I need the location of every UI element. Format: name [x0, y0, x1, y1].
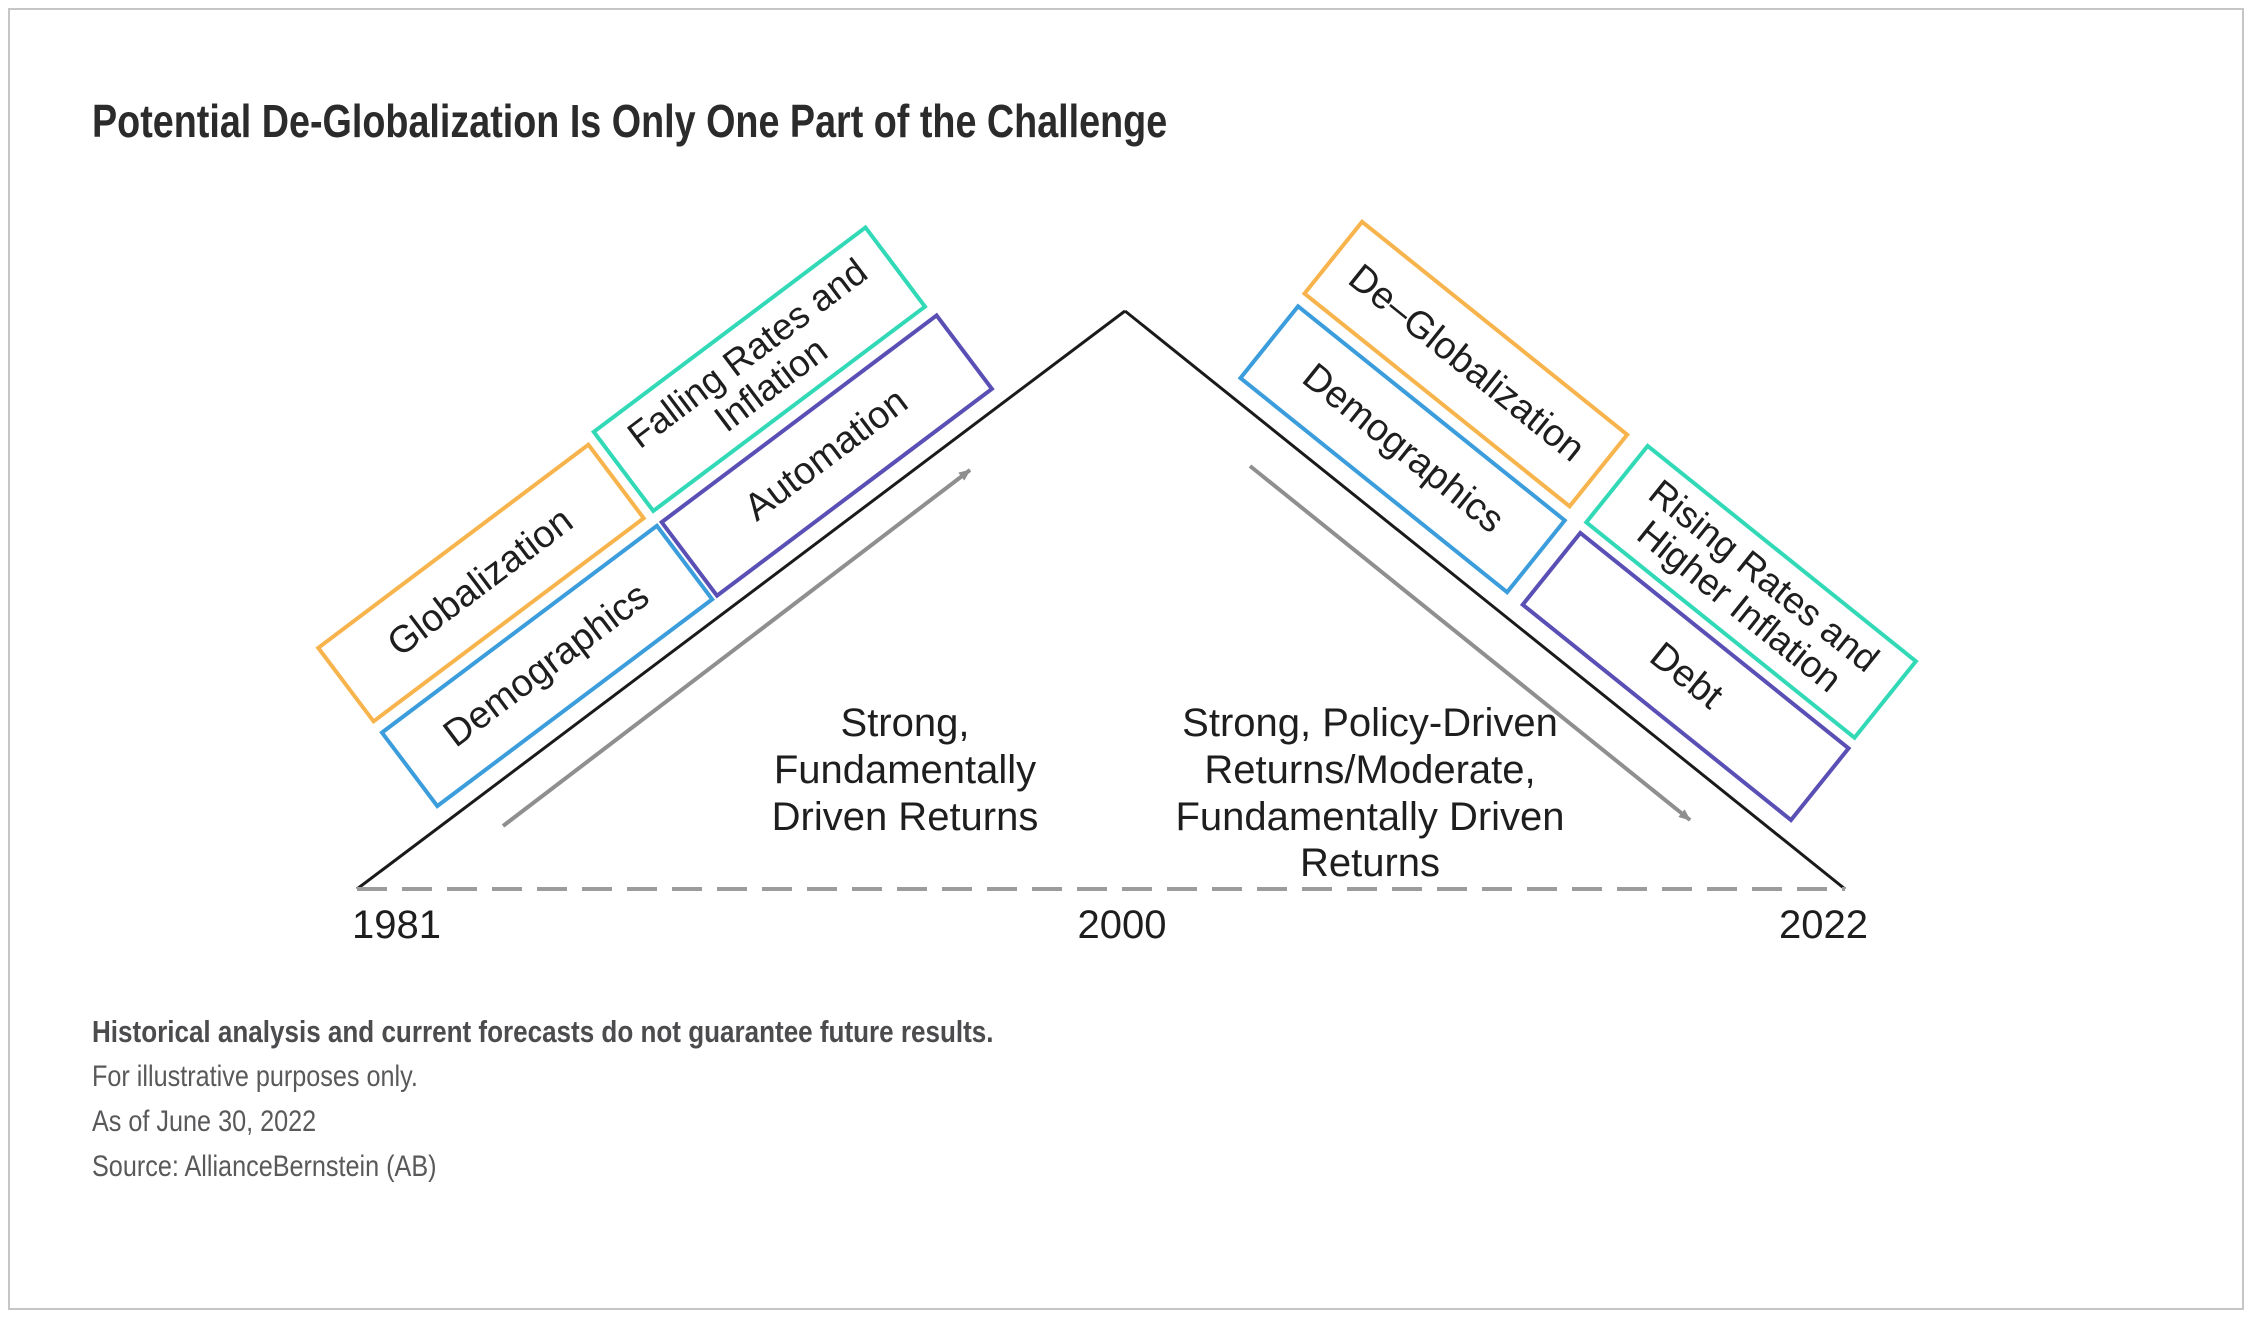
page-title: Potential De-Globalization Is Only One P…	[92, 94, 1403, 148]
left-slope-line	[356, 309, 1126, 891]
rising-trend-arrow	[501, 468, 972, 828]
left-phase-label: Strong, Fundamentally Driven Returns	[771, 701, 1039, 839]
falling-trend-arrow	[1248, 464, 1692, 822]
footnote-as-of-date: As of June 30, 2022	[92, 1105, 317, 1138]
year-label-2022: 2022	[1779, 903, 1868, 947]
right-slope-line	[1124, 309, 1846, 891]
footnote-source: Source: AllianceBernstein (AB)	[92, 1150, 437, 1183]
footnote-disclaimer: Historical analysis and current forecast…	[92, 1014, 994, 1049]
chart-frame	[8, 8, 2244, 1310]
year-label-2000: 2000	[1077, 903, 1167, 947]
debt-label: Debt	[1641, 634, 1731, 718]
page-title-text: Potential De-Globalization Is Only One P…	[92, 95, 1168, 147]
year-label-1981: 1981	[352, 903, 441, 947]
footnote-illustrative: For illustrative purposes only.	[92, 1060, 418, 1093]
right-phase-label: Strong, Policy-Driven Returns/Moderate, …	[1175, 701, 1565, 886]
